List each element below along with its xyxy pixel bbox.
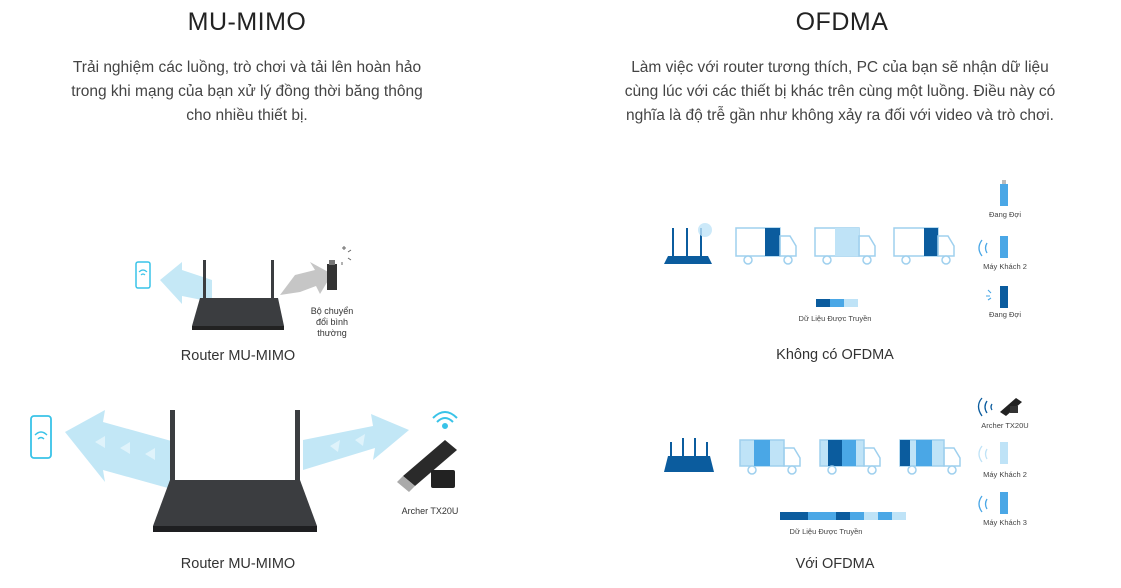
- router-icon: [192, 260, 284, 330]
- description-line: trong khi mạng của bạn xử lý đồng thời b…: [71, 83, 423, 100]
- client-device-icon: [1000, 180, 1008, 206]
- adapter-label: Bộ chuyển đổi bình thường: [302, 306, 362, 339]
- description-line: nghĩa là độ trễ gần như không xảy ra đối…: [626, 107, 1054, 124]
- description-line: cùng lúc với các thiết bị khác trên cùng…: [624, 83, 1056, 100]
- truck-icon: [814, 227, 876, 265]
- beam-arrow-right: [280, 262, 332, 295]
- truck-icon: [739, 439, 801, 475]
- mu-mimo-title: MU-MIMO: [187, 8, 307, 36]
- data-transfer-label: Dữ Liệu Được Truyền: [798, 314, 872, 323]
- description-line: Làm việc với router tương thích, PC của …: [631, 59, 1049, 76]
- data-bar: [780, 512, 906, 520]
- truck-icon: [819, 439, 881, 475]
- client-device-icon: [986, 286, 1008, 308]
- beam-arrow-right: [303, 414, 409, 470]
- ofdma-description: Làm việc với router tương thích, PC của …: [580, 56, 1100, 128]
- archer-label: Archer TX20U: [401, 506, 459, 516]
- router-caption: Router MU-MIMO: [180, 348, 296, 364]
- ofdma-title: OFDMA: [795, 8, 889, 36]
- client-label: Đang Đợi: [988, 210, 1021, 219]
- client-device-icon: [978, 442, 1008, 464]
- adapter-label-line: Bộ chuyển: [310, 306, 354, 316]
- truck-icon: [899, 439, 961, 475]
- description-line: Trải nghiệm các luồng, trò chơi và tải l…: [72, 59, 422, 76]
- mu-mimo-small-diagram: [135, 246, 352, 330]
- mu-mimo-large-diagram: [30, 410, 458, 532]
- client-label: Máy Khách 2: [983, 262, 1027, 271]
- router-icon: [664, 438, 714, 472]
- phone-icon: [30, 415, 52, 459]
- arrow-marks: [95, 436, 155, 460]
- data-transfer-label: Dữ Liệu Được Truyền: [789, 527, 863, 536]
- ofdma-caption: Với OFDMA: [795, 556, 875, 572]
- router-icon: [664, 223, 712, 264]
- ofdma-off-diagram: [664, 180, 1008, 308]
- beam-arrow-left: [65, 410, 175, 490]
- arrow-marks: [330, 434, 365, 452]
- mu-mimo-description: Trải nghiệm các luồng, trò chơi và tải l…: [40, 56, 454, 128]
- phone-icon: [135, 261, 151, 289]
- router-caption: Router MU-MIMO: [180, 556, 296, 572]
- client-label: Đang Đợi: [988, 310, 1021, 319]
- truck-icon: [735, 227, 797, 265]
- ofdma-caption: Không có OFDMA: [776, 347, 894, 363]
- client-device-icon: [978, 492, 1008, 514]
- ofdma-on-diagram: [664, 397, 1022, 520]
- client-device-icon: [978, 236, 1008, 258]
- client-label: Máy Khách 2: [983, 470, 1027, 479]
- client-device-icon: [977, 397, 1022, 417]
- adapter-label-line: đổi bình: [315, 317, 349, 327]
- data-bar: [816, 299, 858, 307]
- adapter-label-line: thường: [317, 328, 347, 338]
- truck-icon: [893, 227, 955, 265]
- wifi-icon: [432, 411, 458, 429]
- client-label: Archer TX20U: [981, 421, 1029, 430]
- usb-adapter-icon: [397, 440, 457, 492]
- router-icon: [153, 410, 317, 532]
- beam-arrow-left: [160, 262, 212, 304]
- usb-adapter-icon: [327, 246, 352, 290]
- client-label: Máy Khách 3: [983, 518, 1027, 527]
- description-line: cho nhiều thiết bị.: [186, 107, 308, 124]
